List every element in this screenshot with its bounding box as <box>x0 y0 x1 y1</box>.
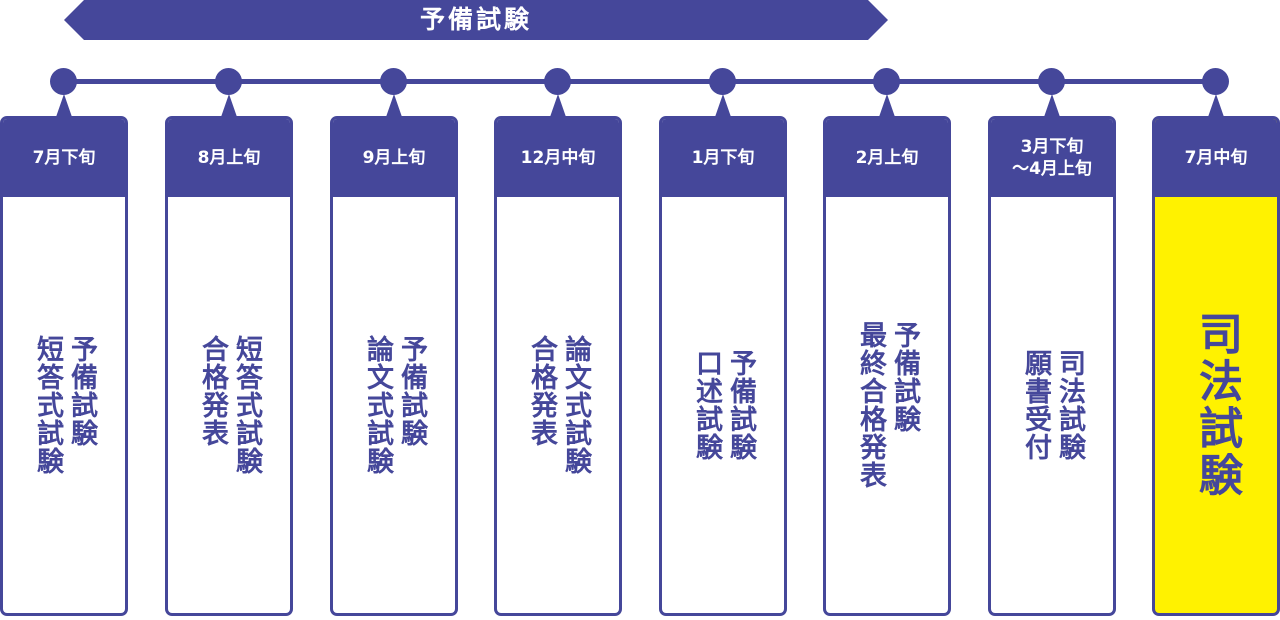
timeline-pointer <box>715 94 731 117</box>
timeline-dot <box>380 68 407 95</box>
step-label: 予備試験 最終合格発表 <box>855 321 920 489</box>
timeline-dot <box>215 68 242 95</box>
timeline-step: 8月上旬 短答式試験 合格発表 <box>165 0 293 620</box>
step-card: 12月中旬 論文式試験 合格発表 <box>494 116 622 616</box>
timeline-pointer <box>879 94 895 117</box>
step-date: 7月中旬 <box>1155 119 1277 197</box>
timeline-step: 12月中旬 論文式試験 合格発表 <box>494 0 622 620</box>
timeline-dot <box>873 68 900 95</box>
timeline-step: 2月上旬 予備試験 最終合格発表 <box>823 0 951 620</box>
step-card: 8月上旬 短答式試験 合格発表 <box>165 116 293 616</box>
timeline-step: 7月下旬 予備試験 短答式試験 <box>0 0 128 620</box>
step-label-final: 司法試験 <box>1191 311 1242 499</box>
timeline-dot <box>1202 68 1229 95</box>
timeline-pointer <box>1208 94 1224 117</box>
step-date: 3月下旬 ～4月上旬 <box>991 119 1113 197</box>
timeline-step-final: 7月中旬 司法試験 <box>1152 0 1280 620</box>
step-card: 2月上旬 予備試験 最終合格発表 <box>823 116 951 616</box>
step-card: 1月下旬 予備試験 口述試験 <box>659 116 787 616</box>
step-body: 短答式試験 合格発表 <box>168 197 290 613</box>
step-body: 予備試験 論文式試験 <box>333 197 455 613</box>
step-label: 予備試験 短答式試験 <box>32 335 97 475</box>
step-body: 予備試験 短答式試験 <box>3 197 125 613</box>
timeline-dot <box>1038 68 1065 95</box>
timeline-pointer <box>550 94 566 117</box>
step-card: 7月下旬 予備試験 短答式試験 <box>0 116 128 616</box>
timeline-step: 3月下旬 ～4月上旬 司法試験 願書受付 <box>988 0 1116 620</box>
step-card-final: 7月中旬 司法試験 <box>1152 116 1280 616</box>
step-body: 論文式試験 合格発表 <box>497 197 619 613</box>
step-label: 予備試験 論文式試験 <box>362 335 427 475</box>
pre-exam-banner-label: 予備試験 <box>419 5 532 34</box>
step-card: 3月下旬 ～4月上旬 司法試験 願書受付 <box>988 116 1116 616</box>
step-body: 予備試験 口述試験 <box>662 197 784 613</box>
step-date: 7月下旬 <box>3 119 125 197</box>
timeline-line <box>63 79 1215 84</box>
timeline-pointer <box>386 94 402 117</box>
timeline-pointer <box>221 94 237 117</box>
step-label: 論文式試験 合格発表 <box>526 335 591 475</box>
timeline-step: 1月下旬 予備試験 口述試験 <box>659 0 787 620</box>
step-body: 司法試験 願書受付 <box>991 197 1113 613</box>
step-date: 8月上旬 <box>168 119 290 197</box>
timeline-dot <box>50 68 77 95</box>
timeline-pointer <box>56 94 72 117</box>
step-date: 9月上旬 <box>333 119 455 197</box>
step-date: 2月上旬 <box>826 119 948 197</box>
pre-exam-banner: 予備試験 <box>64 0 888 40</box>
timeline-dot <box>544 68 571 95</box>
step-date: 12月中旬 <box>497 119 619 197</box>
step-date: 1月下旬 <box>662 119 784 197</box>
step-card: 9月上旬 予備試験 論文式試験 <box>330 116 458 616</box>
step-label: 司法試験 願書受付 <box>1020 349 1085 461</box>
step-body: 司法試験 <box>1155 197 1277 613</box>
step-label: 短答式試験 合格発表 <box>197 335 262 475</box>
timeline-dot <box>709 68 736 95</box>
timeline-step: 9月上旬 予備試験 論文式試験 <box>330 0 458 620</box>
timeline-pointer <box>1044 94 1060 117</box>
step-label: 予備試験 口述試験 <box>691 349 756 461</box>
step-body: 予備試験 最終合格発表 <box>826 197 948 613</box>
